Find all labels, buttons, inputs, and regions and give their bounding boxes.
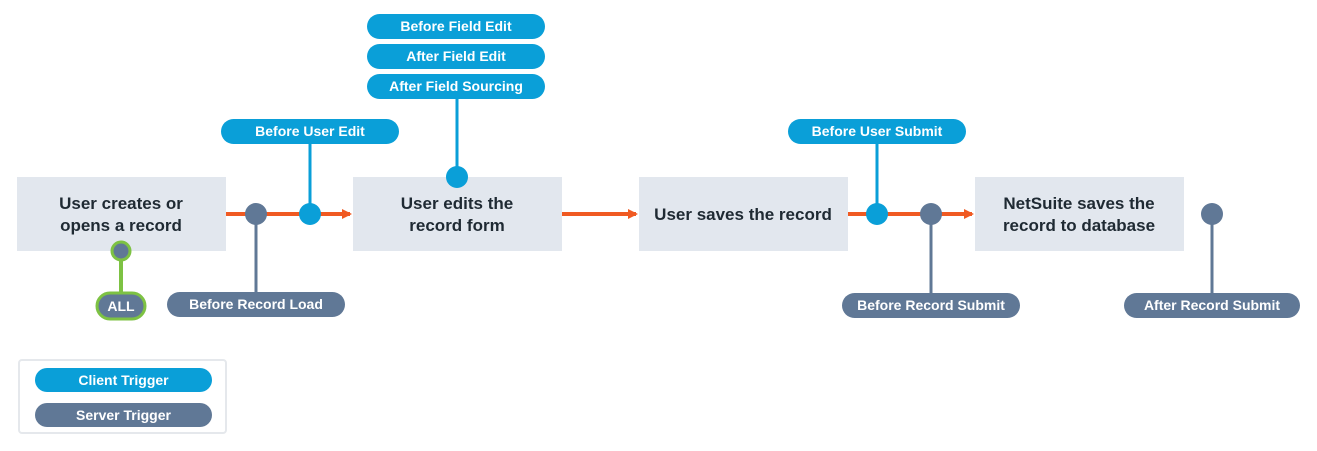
pill-label: Before Record Load: [189, 296, 323, 312]
pill-shape: [167, 292, 345, 317]
pill-label: Before Record Submit: [857, 297, 1005, 313]
dot-before-user-submit: [866, 203, 888, 225]
trigger-dots: [110, 166, 1223, 262]
step-label-line: record form: [409, 216, 504, 235]
pill-label: After Record Submit: [1144, 297, 1280, 313]
trigger-pill-before-record-load: Before Record Load: [167, 292, 345, 317]
step-label-line: User creates or: [59, 194, 183, 213]
pill-label: Before User Submit: [812, 123, 943, 139]
step-label-line: NetSuite saves the: [1003, 194, 1154, 213]
step-label-line: opens a record: [60, 216, 182, 235]
dot-all: [110, 240, 132, 262]
pill-shape: [367, 44, 545, 69]
step-edit: User edits the record form: [353, 177, 562, 251]
step-box: [975, 177, 1184, 251]
step-box: [17, 177, 226, 251]
pill-shape: [367, 14, 545, 39]
step-box: [639, 177, 848, 251]
legend: Client Trigger Server Trigger: [18, 359, 227, 434]
pill-shape: [788, 119, 966, 144]
step-box: [353, 177, 562, 251]
pill-label: ALL: [107, 298, 135, 314]
step-save: User saves the record: [639, 177, 848, 251]
pill-label: Before Field Edit: [400, 18, 512, 34]
pill-label: Before User Edit: [255, 123, 365, 139]
trigger-pill-before-field-edit: Before Field Edit: [367, 14, 545, 39]
step-label-line: User saves the record: [654, 205, 832, 224]
pill-shape: [367, 74, 545, 99]
dot-after-record-submit: [1201, 203, 1223, 225]
dot-field-events: [446, 166, 468, 188]
pill-shape: [95, 291, 147, 321]
step-label-line: record to database: [1003, 216, 1155, 235]
dot-before-user-edit: [299, 203, 321, 225]
pill-shape: [842, 293, 1020, 318]
pill-shape: [1124, 293, 1300, 318]
dot-before-record-submit: [920, 203, 942, 225]
legend-client-trigger: Client Trigger: [35, 368, 212, 392]
step-create: User creates or opens a record: [17, 177, 226, 251]
trigger-pill-after-field-sourcing: After Field Sourcing: [367, 74, 545, 99]
step-db: NetSuite saves the record to database: [975, 177, 1184, 251]
trigger-pill-before-user-edit: Before User Edit: [221, 119, 399, 144]
legend-server-label: Server Trigger: [76, 407, 171, 423]
trigger-pill-after-field-edit: After Field Edit: [367, 44, 545, 69]
trigger-pill-before-user-submit: Before User Submit: [788, 119, 966, 144]
trigger-pill-before-record-submit: Before Record Submit: [842, 293, 1020, 318]
pill-label: After Field Sourcing: [389, 78, 523, 94]
dot-before-record-load: [245, 203, 267, 225]
legend-server-trigger: Server Trigger: [35, 403, 212, 427]
step-label-line: User edits the: [401, 194, 513, 213]
trigger-pill-all: ALL: [95, 291, 147, 321]
trigger-pill-after-record-submit: After Record Submit: [1124, 293, 1300, 318]
pill-label: After Field Edit: [406, 48, 506, 64]
pill-shape: [221, 119, 399, 144]
legend-client-label: Client Trigger: [78, 372, 169, 388]
